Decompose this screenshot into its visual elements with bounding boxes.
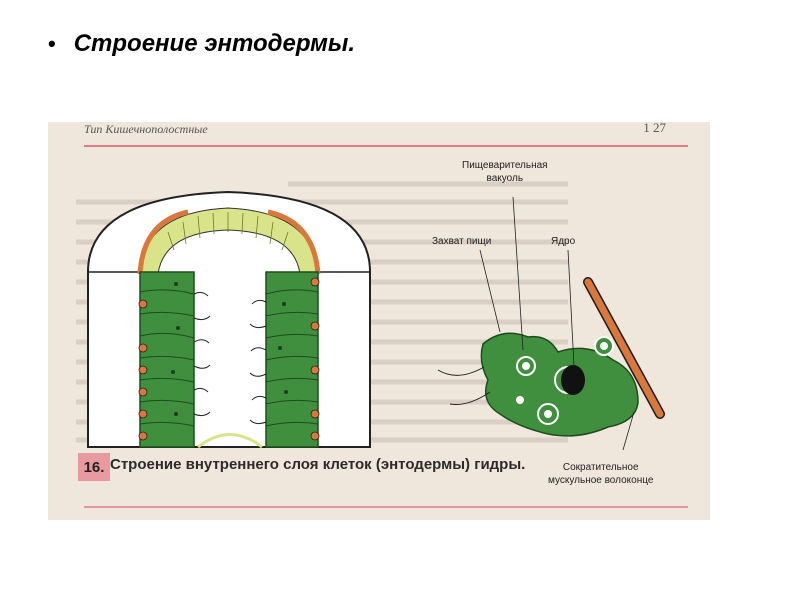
book-running-header: Тип Кишечнополостные	[84, 122, 208, 136]
muscle-band-right	[267, 209, 321, 275]
figure-number: 16.	[78, 453, 110, 481]
label-digestive-vacuole: Пищеварительная вакуоль	[462, 160, 548, 184]
figure-caption: Строение внутреннего слоя клеток (энтоде…	[110, 456, 526, 473]
endoderm-cells-left	[138, 271, 195, 448]
textbook-figure: Тип Кишечнополостные 1 27 Пищеварительна…	[48, 122, 710, 520]
slide-title: • Строение энтодермы.	[48, 30, 355, 58]
bullet: •	[48, 31, 56, 56]
label-nucleus: Ядро	[551, 236, 576, 247]
book-page-number: 1 27	[643, 122, 666, 135]
nucleus	[561, 365, 585, 395]
flagella	[193, 291, 267, 425]
hydra-endoderm-illustration	[76, 145, 688, 508]
endoderm-cells-right	[265, 271, 320, 448]
label-food-capture: Захват пищи	[432, 236, 492, 247]
label-muscle-fiber: Сократительное мускульное волоконце	[548, 462, 654, 486]
digestive-cell	[437, 196, 665, 451]
muscle-band-left	[137, 209, 189, 275]
slide-title-text: Строение энтодермы.	[73, 30, 356, 57]
